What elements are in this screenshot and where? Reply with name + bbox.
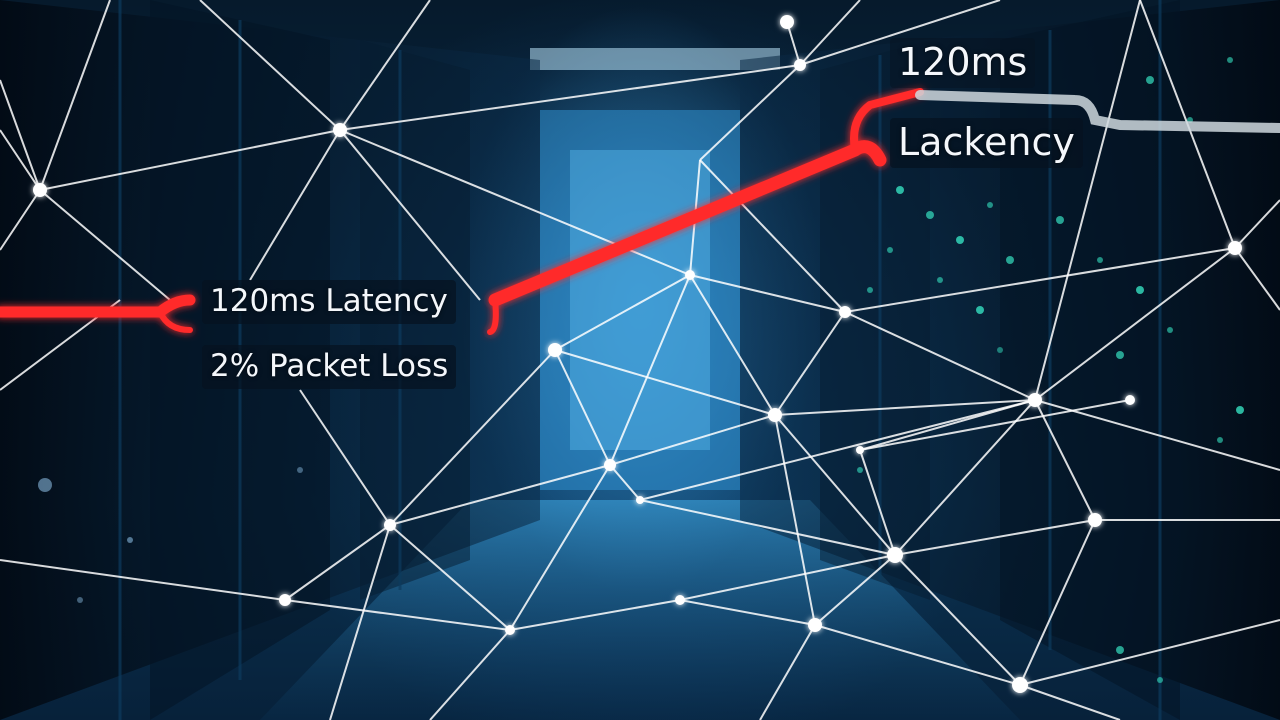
packet-loss-label: 2% Packet Loss xyxy=(202,345,457,389)
top-latency-word-label: Lackency xyxy=(890,118,1083,168)
latency-label: 120ms Latency xyxy=(202,280,456,324)
top-latency-value-label: 120ms xyxy=(890,38,1036,88)
